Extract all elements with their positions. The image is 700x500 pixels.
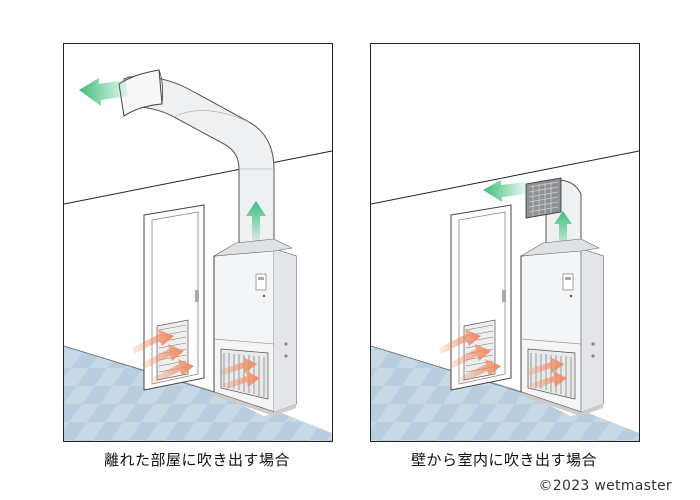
wall-outlet-scene — [371, 150, 639, 441]
outlet-air-arrow — [79, 78, 128, 106]
outlet-air-arrow — [483, 180, 527, 202]
illustration-wall-outlet — [370, 43, 640, 442]
duct-upflow-arrow — [554, 211, 572, 248]
floor — [64, 346, 332, 441]
intake-air-arrows — [439, 329, 567, 390]
ceiling-line — [64, 150, 332, 205]
copyright-notice: ©2023 wetmaster — [538, 478, 672, 494]
illustration-remote-room — [63, 43, 333, 442]
caption-remote-room: 離れた部屋に吹き出す場合 — [103, 451, 290, 469]
floor — [371, 346, 639, 441]
remote-room-scene — [64, 69, 332, 441]
duct — [118, 69, 275, 257]
ceiling-line — [371, 150, 639, 205]
duct-upflow-arrow — [246, 201, 266, 242]
caption-wall-outlet: 壁から室内に吹き出す場合 — [410, 451, 597, 469]
intake-air-arrows — [132, 329, 260, 390]
